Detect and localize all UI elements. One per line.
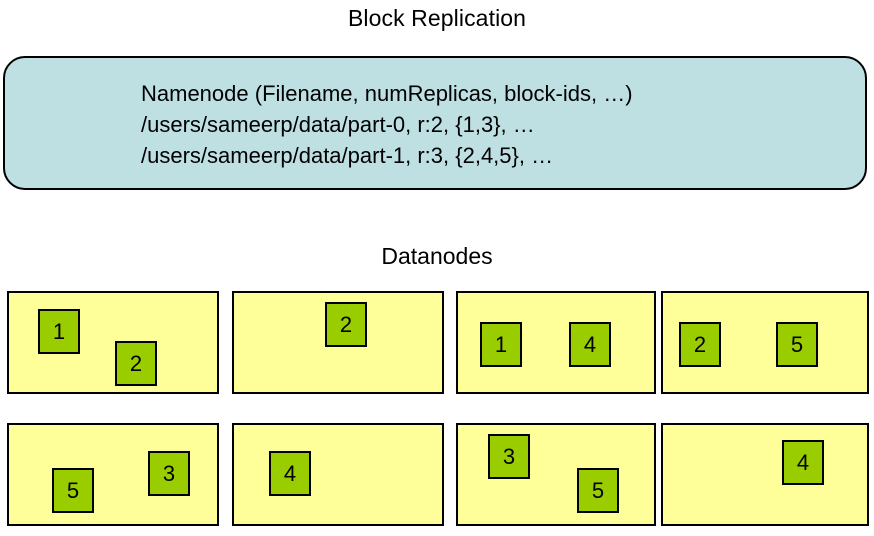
datanodes-section-label: Datanodes [381,243,493,269]
namenode-file-entry-part-1: /users/sameerp/data/part-1, r:3, {2,4,5}… [141,143,554,168]
block-chip: 3 [148,451,190,496]
datanode-2: 2 [232,291,444,394]
datanode-8: 4 [661,423,869,526]
block-chip: 1 [480,322,522,367]
block-chip: 2 [115,341,157,386]
block-chip: 4 [269,451,311,496]
block-chip: 5 [52,468,94,513]
namenode-panel: Namenode (Filename, numReplicas, block-i… [3,56,867,190]
block-chip: 4 [569,322,611,367]
block-chip: 2 [325,302,367,347]
block-chip: 5 [577,468,619,513]
block-chip: 5 [776,322,818,367]
namenode-file-entry-part-0: /users/sameerp/data/part-0, r:2, {1,3}, … [141,112,535,137]
block-chip: 2 [679,322,721,367]
block-chip: 1 [38,309,80,354]
namenode-metadata-text: Namenode (Filename, numReplicas, block-i… [141,78,633,171]
block-chip: 3 [488,434,530,479]
page-title: Block Replication [347,5,527,31]
datanode-6: 4 [232,423,444,526]
block-chip: 4 [782,440,824,485]
namenode-schema-line: Namenode (Filename, numReplicas, block-i… [141,81,633,106]
